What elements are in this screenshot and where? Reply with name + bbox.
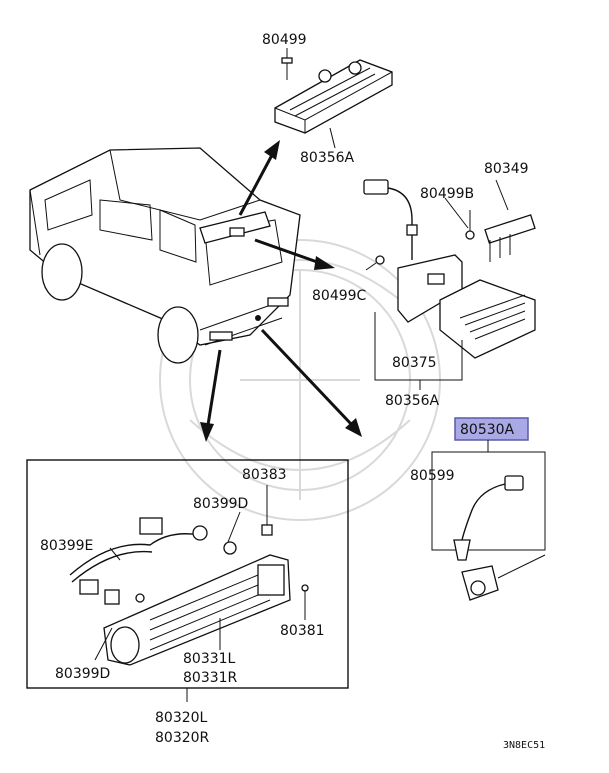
label-80375: 80375 <box>392 355 437 371</box>
license-lamp-assembly <box>363 179 536 359</box>
label-80320R: 80320R <box>155 730 210 746</box>
label-80349: 80349 <box>484 161 529 177</box>
label-80356A-top: 80356A <box>300 150 355 166</box>
label-80599: 80599 <box>410 468 455 484</box>
label-80399D-top: 80399D <box>193 496 248 512</box>
socket-harness <box>431 440 546 601</box>
diagram-code: 3N8EC51 <box>503 740 545 751</box>
label-80499C: 80499C <box>312 288 367 304</box>
leader-arrows <box>200 140 362 442</box>
label-80499: 80499 <box>262 32 307 48</box>
bracket-80356A <box>374 312 463 390</box>
label-80530A[interactable]: 80530A <box>460 422 515 438</box>
label-80381: 80381 <box>280 623 325 639</box>
van-illustration <box>29 147 301 364</box>
label-80320L: 80320L <box>155 710 208 726</box>
label-80356A-bottom: 80356A <box>385 393 440 409</box>
label-80383: 80383 <box>242 467 287 483</box>
label-80399E: 80399E <box>40 538 93 554</box>
rear-lamp-parts <box>69 485 309 666</box>
high-mount-stop-lamp <box>274 48 393 149</box>
label-80331L: 80331L <box>183 651 236 667</box>
label-80499B: 80499B <box>420 186 474 202</box>
highlight-80530A[interactable]: 80530A <box>454 417 529 441</box>
label-80399D-bottom: 80399D <box>55 666 110 682</box>
highlight-box <box>454 417 529 441</box>
label-80331R: 80331R <box>183 670 238 686</box>
